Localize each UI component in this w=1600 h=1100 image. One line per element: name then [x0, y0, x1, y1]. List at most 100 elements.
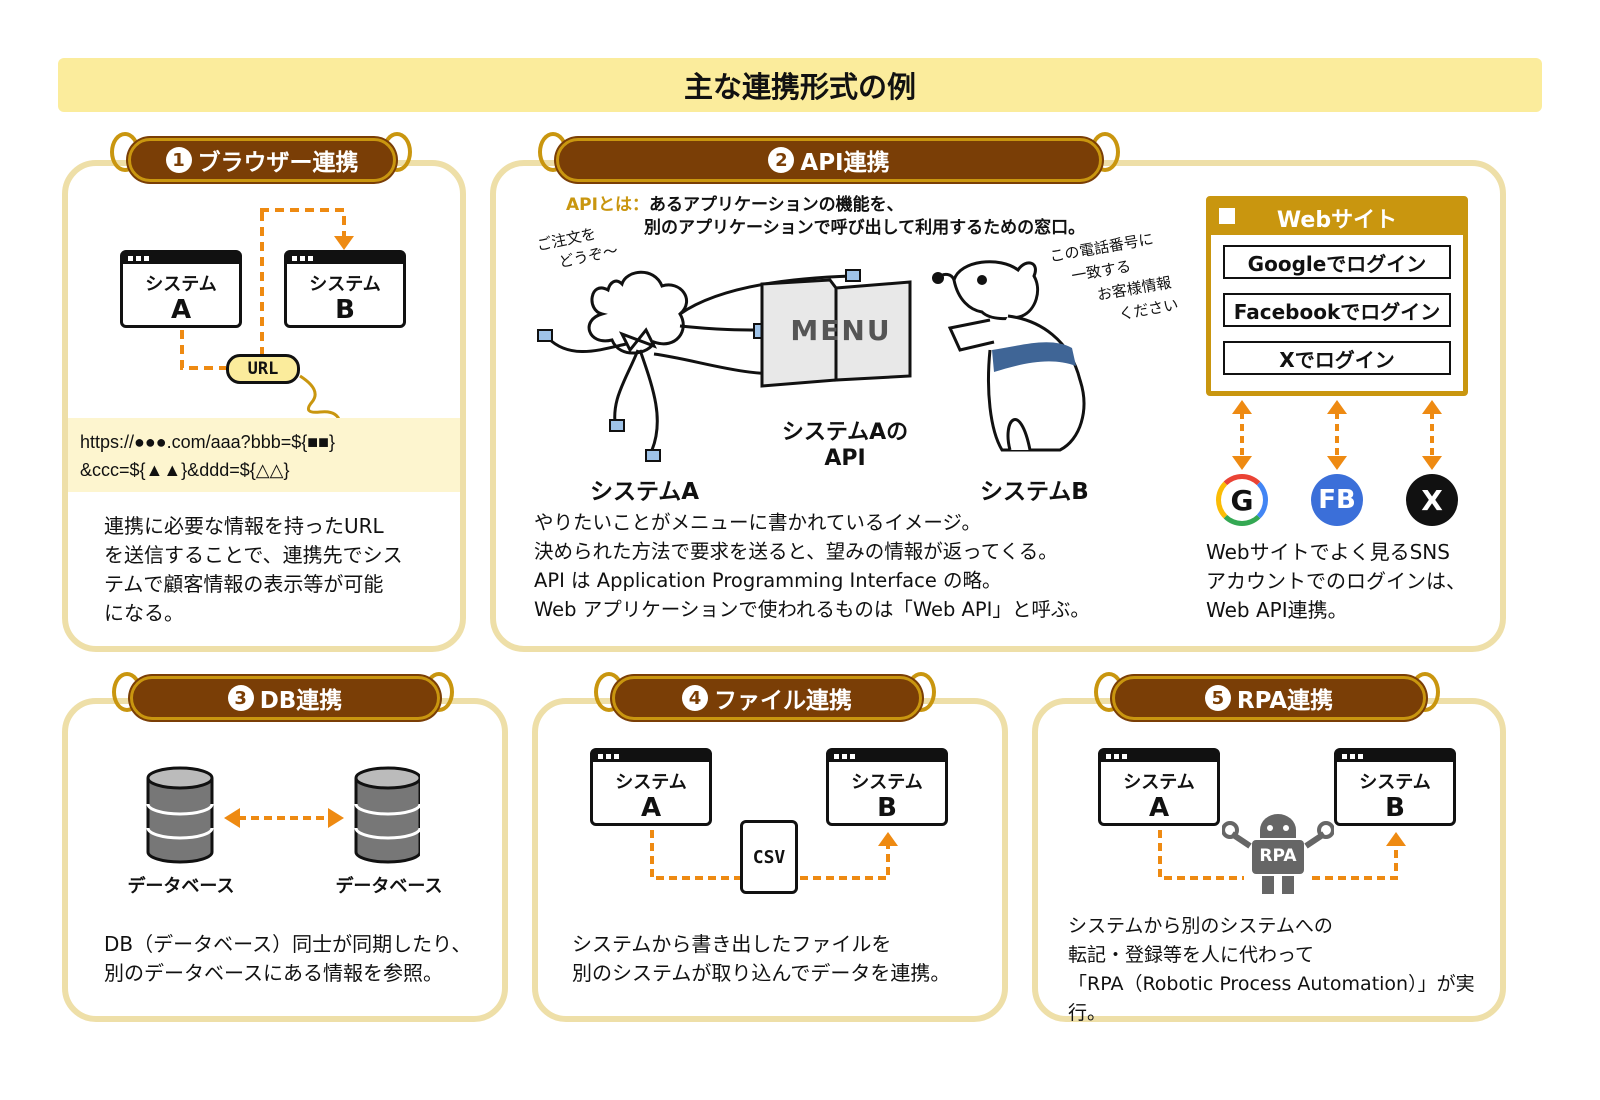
dash-line-a-to-csv: [650, 830, 742, 880]
csv-file-icon: CSV: [740, 820, 798, 894]
plug-icon: [845, 269, 861, 282]
system-label: システム: [309, 274, 381, 295]
label-system-b: システムB: [980, 479, 1089, 505]
url-line-1: https://●●●.com/aaa?bbb=${■■}: [80, 432, 336, 452]
label-system-a-api: システムAの API: [770, 420, 920, 472]
system-label: システム: [615, 772, 687, 793]
system-label: システム: [1123, 772, 1195, 793]
ribbon-rpa: 5 RPA連携: [1112, 676, 1426, 720]
plug-icon: [537, 329, 553, 342]
website-window: Webサイト Googleでログイン Facebookでログイン Xでログイン: [1206, 196, 1468, 396]
system-a-window: システム A: [120, 250, 242, 328]
window-square-icon: [1219, 208, 1235, 224]
bow-tie: [618, 327, 658, 353]
api-def-line-2: 別のアプリケーションで呼び出して利用するための窓口。: [644, 218, 1086, 238]
rpa-description: システムから別のシステムへの 転記・登録等を人に代わって 「RPA（Roboti…: [1068, 912, 1498, 1028]
db-label-left: データベース: [127, 876, 235, 897]
bear-stripe: [992, 342, 1076, 372]
website-titlebar: Webサイト: [1211, 201, 1463, 235]
page-title: 主な連携形式の例: [683, 70, 916, 104]
waiter-arm-top: [679, 274, 853, 316]
system-letter: B: [877, 793, 897, 823]
dash-line-robot-to-b: [1312, 844, 1398, 880]
browser-connector-lines: [180, 208, 354, 423]
system-b-window: システム B: [284, 250, 406, 328]
website-title: Webサイト: [1276, 208, 1398, 233]
ribbon-title: API連携: [800, 150, 890, 176]
desc-line: 転記・登録等を人に代わって: [1068, 944, 1315, 966]
label-system-a: システムA: [590, 479, 700, 505]
bear-eye: [977, 275, 987, 285]
ribbon-number: 4: [682, 685, 708, 711]
ribbon-number: 2: [768, 147, 795, 173]
system-b-window: システム B: [826, 748, 948, 826]
file-description: システムから書き出したファイルを 別のシステムが取り込んでデータを連携。: [572, 930, 992, 988]
system-letter: A: [1148, 793, 1170, 823]
url-line-2: &ccc=${▲▲}&ddd=${△△}: [80, 460, 290, 480]
robot-body: [1252, 840, 1304, 874]
desc-line: Web API連携。: [1206, 598, 1348, 622]
system-letter: B: [1385, 793, 1405, 823]
api-description: やりたいことがメニューに書かれているイメージ。 決められた方法で要求を送ると、望…: [534, 508, 1174, 624]
bear-snout: [936, 272, 956, 281]
db-label-right: データベース: [335, 876, 443, 897]
desc-line: API は Application Programming Interface …: [534, 569, 1002, 592]
ribbon-number: 1: [165, 147, 192, 173]
desc-line: テムで顧客情報の表示等が可能: [104, 572, 384, 596]
waiter-arm-left: [546, 336, 627, 353]
desc-line: システムから別のシステムへの: [1068, 915, 1333, 937]
bear-arm: [947, 318, 995, 352]
desc-line: 別のデータベースにある情報を参照。: [104, 961, 443, 985]
double-arrow: [1422, 400, 1442, 470]
plug-icon: [609, 419, 625, 432]
desc-line: システムから書き出したファイルを: [572, 932, 892, 956]
url-tag-string: [299, 374, 342, 423]
system-letter: A: [170, 295, 192, 325]
csv-label: CSV: [752, 846, 786, 868]
system-b-window: システム B: [1334, 748, 1456, 826]
system-label: システム: [145, 274, 217, 295]
menu-book-right: [834, 280, 912, 382]
ribbon-api: 2 API連携: [556, 138, 1102, 182]
system-a-window: システム A: [590, 748, 712, 826]
db-diagram: [146, 766, 420, 864]
waiter-illustration: [537, 269, 912, 462]
facebook-login-button[interactable]: Facebookでログイン: [1223, 293, 1451, 327]
api-def-label: APIとは：: [566, 195, 649, 215]
button-label: Facebookでログイン: [1233, 299, 1441, 324]
ribbon-number: 3: [227, 685, 254, 711]
dash-line-a-to-url: [180, 330, 226, 370]
double-arrow: [1327, 400, 1347, 470]
waiter-head: [587, 270, 688, 355]
database-icon: [354, 766, 420, 864]
x-login-button[interactable]: Xでログイン: [1223, 341, 1451, 375]
desc-line: 「RPA（Robotic Process Automation）」が実行。: [1068, 973, 1475, 1024]
system-letter: A: [640, 793, 662, 823]
label-line: API: [824, 446, 866, 471]
url-tag: URL: [226, 354, 300, 384]
waiter-leg-right: [638, 349, 659, 451]
desc-line: 連携に必要な情報を持ったURL: [104, 514, 384, 538]
desc-line: Webサイトでよく見るSNS: [1206, 540, 1450, 564]
robot-icon: [1222, 814, 1334, 894]
arrow-head-up: [1386, 832, 1406, 846]
ribbon-title: ファイル連携: [714, 688, 852, 714]
url-example-box: https://●●●.com/aaa?bbb=${■■} &ccc=${▲▲}…: [68, 418, 460, 492]
bear-body: [987, 314, 1086, 452]
icon-letter: X: [1421, 483, 1443, 517]
page-title-banner: 主な連携形式の例: [58, 58, 1542, 112]
ribbon-title: DB連携: [259, 688, 343, 714]
robot-head: [1260, 814, 1296, 838]
browser-description: 連携に必要な情報を持ったURL を送信することで、連携先でシス テムで顧客情報の…: [104, 512, 454, 628]
dash-line-csv-to-b: [800, 844, 890, 880]
google-login-button[interactable]: Googleでログイン: [1223, 245, 1451, 279]
sns-description: Webサイトでよく見るSNS アカウントでのログインは、 Web API連携。: [1206, 538, 1496, 625]
google-icon: G: [1216, 474, 1268, 526]
arrow-head-down: [334, 236, 354, 250]
desc-line: アカウントでのログインは、: [1206, 569, 1466, 593]
system-letter: B: [335, 295, 355, 325]
ribbon-title: ブラウザー連携: [197, 150, 359, 176]
waiter-arm-mid: [679, 324, 761, 332]
x-icon: X: [1406, 474, 1458, 526]
file-flow-lines: [650, 830, 898, 880]
